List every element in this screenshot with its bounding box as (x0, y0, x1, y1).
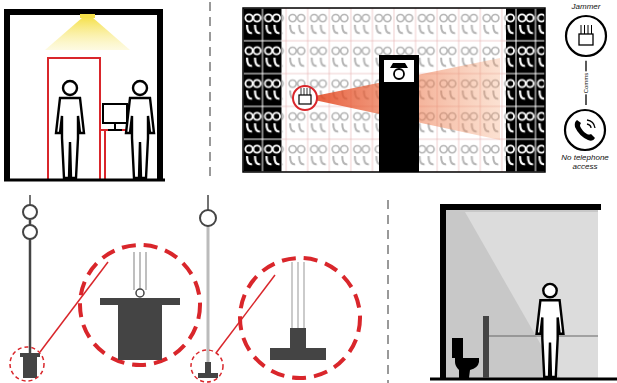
drawing-part (301, 88, 310, 95)
drawing-part (290, 328, 306, 348)
drawing-part (29, 220, 32, 372)
drawing-part (80, 14, 95, 18)
drawing-part (45, 17, 130, 50)
drawing-part (443, 207, 601, 380)
drawing-part (63, 81, 77, 95)
drawing-part (126, 98, 154, 178)
drawing-part (48, 58, 100, 180)
drawing-part (537, 284, 564, 377)
drawing-part (205, 362, 211, 374)
drawing-part (581, 25, 592, 34)
phone-node: No telephone access (552, 106, 617, 172)
drawing-part (209, 2, 211, 182)
drawing-part (390, 63, 408, 68)
connector-label: Comms (583, 72, 589, 95)
drawing-part (20, 353, 40, 357)
icon-caption: Jammer (558, 3, 614, 12)
drawing-part (384, 60, 414, 82)
drawing-part (452, 338, 463, 358)
drawing-part (270, 348, 326, 360)
drawing-part (56, 98, 84, 178)
phone-icon (563, 108, 607, 152)
drawing-part (134, 252, 146, 290)
drawing-part (566, 16, 606, 56)
drawing-part (587, 120, 595, 128)
drawing-part (23, 355, 37, 378)
drawing-part (207, 195, 209, 210)
drawing-part (430, 207, 617, 380)
person-figure (126, 81, 154, 178)
drawing-part (293, 86, 317, 110)
drawing-part (100, 298, 180, 305)
drawing-part (243, 8, 545, 172)
drawing-part (483, 316, 489, 378)
drawing-part (387, 200, 389, 383)
drawing-part (506, 8, 545, 172)
drawing-part (10, 195, 360, 382)
icon-caption: No telephone access (552, 154, 617, 172)
drawing-part (565, 110, 605, 150)
drawing-part (133, 81, 147, 95)
drawing-part (108, 123, 122, 130)
drawing-part (29, 195, 31, 205)
drawing-part (200, 210, 216, 226)
drawing-part (455, 358, 479, 378)
drawing-part (394, 69, 404, 79)
drawing-part (40, 262, 108, 352)
drawing-part (292, 262, 304, 330)
jammer-icon (564, 14, 608, 58)
drawing-part (7, 12, 160, 180)
drawing-part (198, 373, 218, 378)
drawing-part (23, 205, 37, 219)
drawing-part (543, 284, 556, 297)
drawing-part (56, 81, 84, 178)
drawing-part (575, 120, 595, 141)
drawing-part (23, 225, 37, 239)
drawing-part (136, 289, 144, 297)
drawing-part (537, 300, 564, 377)
drawing-part (4, 12, 165, 180)
drawing-part (80, 245, 200, 365)
drawing-part (243, 8, 282, 172)
drawing-part (126, 81, 154, 178)
drawing-part (118, 305, 162, 360)
person-figure (56, 81, 84, 178)
person-figure (537, 284, 564, 377)
drawing-part (103, 104, 127, 123)
drawing-part (446, 210, 598, 378)
drawing-part (579, 34, 593, 45)
drawing-part (465, 212, 598, 378)
drawing-part (243, 8, 545, 172)
jammer-node: Jammer (558, 3, 614, 60)
drawing-part (243, 8, 545, 172)
drawing-part (10, 347, 44, 381)
drawing-part (299, 95, 311, 104)
drawing-part (379, 55, 419, 172)
drawing-part (430, 378, 617, 381)
drawing-part (191, 350, 223, 382)
drawing-part (240, 258, 360, 378)
